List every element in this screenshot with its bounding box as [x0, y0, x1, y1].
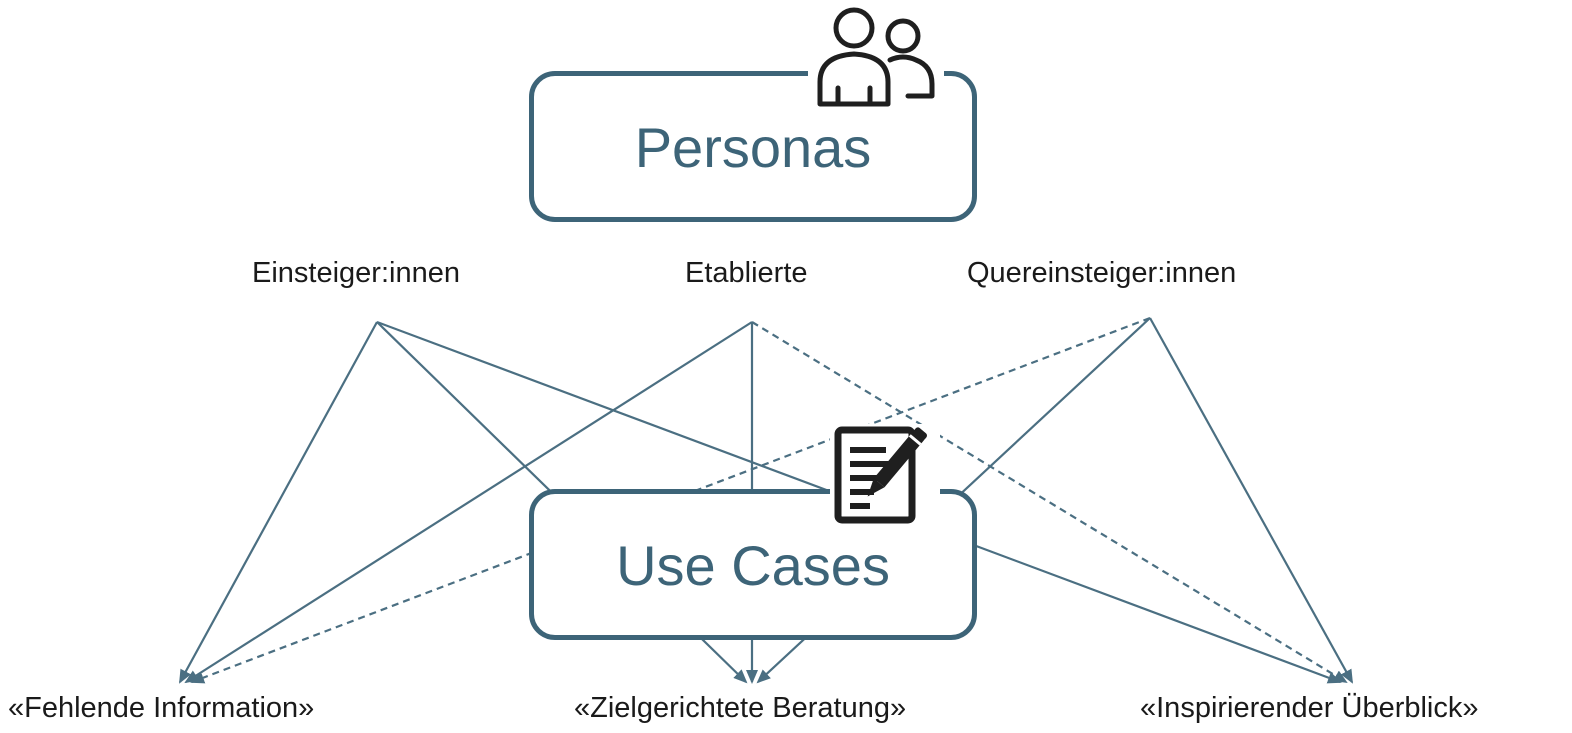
use-case-inspirierender-ueberblick: «Inspirierender Überblick» [1140, 692, 1479, 724]
use-cases-box [529, 489, 977, 640]
personas-title: Personas [634, 116, 872, 179]
people-icon [808, 4, 944, 110]
link-quereinsteigerinnen-to-fehlende-information [190, 316, 1151, 684]
use-cases-title: Use Cases [616, 534, 890, 597]
use-case-fehlende-information: «Fehlende Information» [8, 692, 315, 724]
document-pencil-icon [830, 424, 940, 526]
persona-etablierte: Etablierte [685, 257, 808, 289]
link-etablierte-to-inspirierender-ueberblick [751, 321, 1348, 684]
use-case-zielgerichtete-beratung: «Zielgerichtete Beratung» [574, 692, 907, 724]
link-quereinsteigerinnen-to-inspirierender-ueberblick [1149, 317, 1353, 684]
link-etablierte-to-fehlende-information [184, 321, 753, 684]
link-einsteigerinnen-to-fehlende-information [179, 321, 378, 684]
persona-quereinsteiger: Quereinsteiger:innen [967, 257, 1237, 289]
persona-einsteiger: Einsteiger:innen [252, 257, 460, 289]
